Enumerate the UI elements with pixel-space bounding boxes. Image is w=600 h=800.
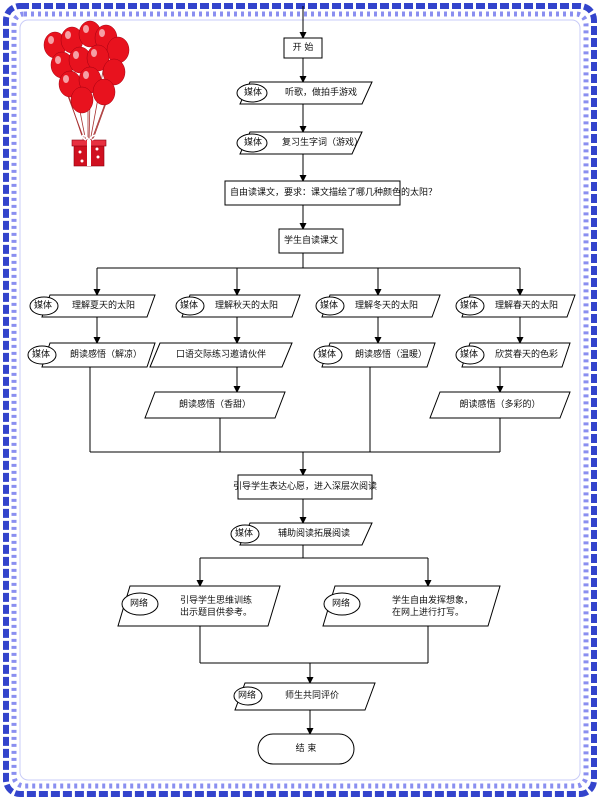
b3-read-label: 朗读感悟（温暖） (355, 350, 428, 360)
tag-media-b4-mid: 媒体 (460, 350, 479, 360)
net-left-parallelogram (117, 585, 281, 627)
s3-label: 自由读课文，要求：课文描绘了哪几种颜色的太阳？ (230, 188, 438, 198)
gift-box-icon (71, 134, 107, 167)
b4-mid-label: 欣赏春天的色彩 (495, 350, 559, 360)
b2-read-label: 朗读感悟（香甜） (178, 400, 252, 410)
b2-mid-parallelogram (149, 342, 293, 368)
s2-label: 复习生字词（游戏） (282, 138, 364, 148)
guide-label: 引导学生表达心愿，进入深层次阅读 (232, 482, 378, 492)
net-right-parallelogram (322, 585, 501, 627)
net-right-label: 学生自由发挥想象，在网上进行打写。 (392, 596, 474, 618)
tag-net-right: 网络 (332, 599, 351, 609)
tag-media-b4-top: 媒体 (460, 301, 479, 311)
b1-read-label: 朗读感悟（解凉） (70, 350, 143, 360)
end-terminal (257, 733, 355, 765)
s4-box (278, 228, 344, 254)
tag-media-aid: 媒体 (235, 529, 254, 539)
start-box (283, 37, 323, 59)
s3-box (224, 180, 401, 206)
guide-box (237, 474, 373, 500)
tag-media-b1-top: 媒体 (34, 301, 53, 311)
aid-label: 辅助阅读拓展阅读 (278, 529, 351, 539)
tag-media-b3-read: 媒体 (318, 350, 337, 360)
tag-media-b1-read: 媒体 (32, 350, 51, 360)
tag-media-b2-top: 媒体 (180, 301, 199, 311)
b4-top-label: 理解春天的太阳 (495, 301, 559, 311)
b1-top-label: 理解夏天的太阳 (72, 301, 136, 311)
b2-read-parallelogram (144, 391, 286, 419)
tag-net-left: 网络 (130, 599, 149, 609)
b4-read-parallelogram (429, 391, 571, 419)
start-label: 开 始 (292, 43, 314, 53)
b3-top-label: 理解冬天的太阳 (355, 301, 419, 311)
tag-media-b3-top: 媒体 (320, 301, 339, 311)
b4-read-label: 朗读感悟（多彩的） (459, 400, 541, 410)
tag-media-s1: 媒体 (244, 88, 263, 98)
b2-top-label: 理解秋天的太阳 (215, 301, 279, 311)
b2-mid-label: 口语交际练习邀请伙伴 (175, 350, 267, 360)
net-left-label: 引导学生思维训练出示题目供参考。 (180, 596, 253, 618)
tag-net-eval: 网络 (238, 691, 257, 701)
tag-media-s2: 媒体 (244, 138, 263, 148)
s1-label: 听歌，做拍手游戏 (285, 88, 358, 98)
end-label: 结 束 (295, 744, 317, 754)
s4-label: 学生自读课文 (283, 236, 339, 246)
eval-label: 师生共同评价 (285, 691, 340, 701)
